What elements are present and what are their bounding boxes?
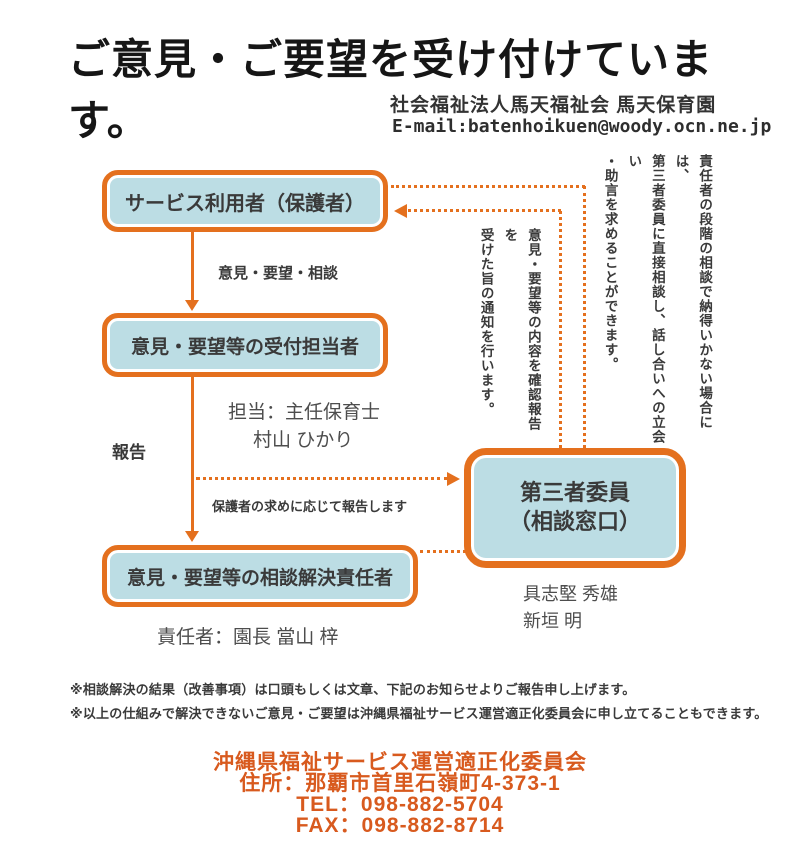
- remark-1: ※相談解決の結果（改善事項）は口頭もしくは文章、下記のお知らせよりご報告申し上げ…: [70, 682, 636, 697]
- dotted-notify-vertical: [559, 211, 562, 448]
- arrow-opinion-head-icon: [185, 300, 199, 311]
- vertical-note-notify: 意見・要望等の内容を確認報告を 受けた旨の通知を行います。: [478, 228, 541, 431]
- organization-name: 社会福祉法人馬天福祉会 馬天保育園: [390, 95, 717, 116]
- box-third-party-committee: 第三者委員 （相談窓口）: [464, 448, 686, 568]
- footer-committee-name: 沖縄県福祉サービス運営適正化委員会: [213, 751, 587, 774]
- footer-tel: TEL：098-882-5704: [296, 793, 504, 816]
- footer-fax: FAX：098-882-8714: [295, 814, 505, 837]
- footer-address: 住所：那覇市首里石嶺町4-373-1: [239, 772, 561, 795]
- committee-member-2: 新垣 明: [523, 611, 583, 631]
- dotted-notify-horizontal: [408, 209, 561, 212]
- remark-2: ※以上の仕組みで解決できないご意見・ご要望は沖縄県福祉サービス運営適正化委員会に…: [70, 706, 768, 721]
- reception-title: 担当：主任保育士: [228, 402, 381, 423]
- resolver-name: 責任者：園長 當山 梓: [157, 627, 339, 648]
- page-title: ご意見・ご要望を受け付けています。: [68, 36, 714, 144]
- report-label: 報告: [112, 443, 146, 462]
- arrow-opinion-line: [191, 232, 194, 302]
- box-resolution-manager: 意見・要望等の相談解決責任者: [102, 545, 418, 607]
- box-reception-staff: 意見・要望等の受付担当者: [102, 313, 388, 377]
- email-address: E-mail:batenhoikuen@woody.ocn.ne.jp: [392, 116, 772, 137]
- dotted-direct-consult-horizontal: [391, 185, 585, 188]
- arrow-report-line: [191, 377, 194, 533]
- committee-member-1: 具志堅 秀雄: [523, 584, 619, 604]
- vertical-note-direct: 責任者の段階の相談で納得いかない場合には、 第三者委員に直接相談し、話し合いへの…: [602, 154, 713, 444]
- dotted-resolver-committee-line: [420, 550, 466, 553]
- arrow-opinion-label: 意見・要望・相談: [218, 265, 339, 282]
- dotted-notify-head-icon: [394, 204, 407, 218]
- box-service-user: サービス利用者（保護者）: [102, 170, 388, 232]
- arrow-report-head-icon: [185, 531, 199, 542]
- dotted-report-head-icon: [447, 472, 460, 486]
- reception-name: 村山 ひかり: [253, 430, 354, 451]
- dotted-report-line: [196, 477, 448, 480]
- report-on-request-label: 保護者の求めに応じて報告します: [212, 499, 408, 514]
- dotted-direct-consult-vertical: [583, 186, 586, 448]
